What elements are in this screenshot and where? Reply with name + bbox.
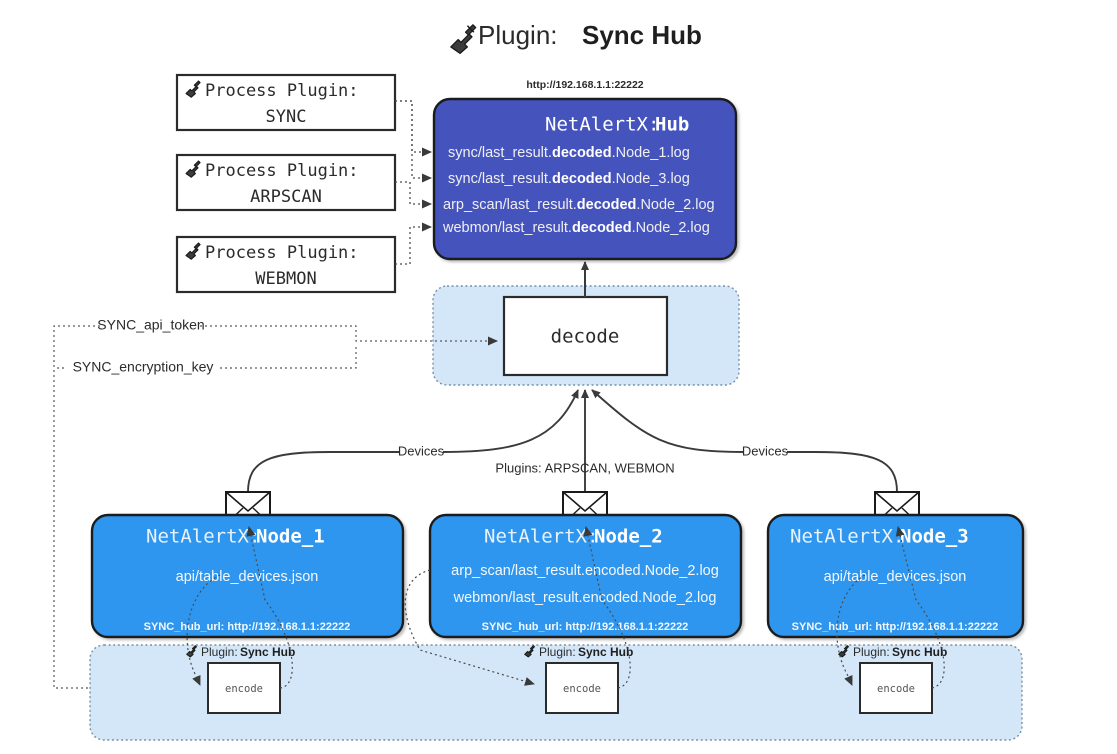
loop-node3-to-encode xyxy=(836,574,866,686)
encode-plugin-name: Sync Hub xyxy=(240,645,295,659)
loop-encode-to-node3 xyxy=(895,526,945,689)
node-prefix: NetAlertX: xyxy=(146,526,260,548)
node-line: webmon/last_result.encoded.Node_2.log xyxy=(453,590,717,606)
secret-encryption-key-path xyxy=(220,344,357,369)
node-name: Node_1 xyxy=(256,526,325,548)
encode-box-node-3[interactable]: Plugin: Sync Hub encode xyxy=(838,645,948,714)
node-name: Node_2 xyxy=(594,526,663,548)
loop-encode-to-node1 xyxy=(246,526,293,689)
page-title-prefix: Plugin: xyxy=(478,20,558,50)
encode-loops xyxy=(186,526,945,689)
node-line: api/table_devices.json xyxy=(824,569,967,585)
node-line: api/table_devices.json xyxy=(176,569,319,585)
encode-plugin-prefix: Plugin: xyxy=(539,645,576,659)
loop-encode-to-node2 xyxy=(583,526,631,689)
process-plugin-name: SYNC xyxy=(266,107,307,127)
connector-sync-node1 xyxy=(395,100,432,157)
node-box-node-2[interactable]: NetAlertX: Node_2 arp_scan/last_result.e… xyxy=(428,513,743,639)
hub-log-line: sync/last_result.decoded.Node_1.log xyxy=(448,145,690,161)
hub-log-line: webmon/last_result.decoded.Node_2.log xyxy=(442,220,710,236)
encode-plugin-prefix: Plugin: xyxy=(201,645,238,659)
encode-plugin-name: Sync Hub xyxy=(578,645,633,659)
edge-node1-devices-a xyxy=(247,451,400,493)
edge-label-devices-right: Devices xyxy=(742,443,789,458)
edge-node3-devices-b xyxy=(591,389,745,453)
node-line: arp_scan/last_result.encoded.Node_2.log xyxy=(451,563,719,579)
hub-node[interactable]: http://192.168.1.1:22222 NetAlertX: Hub … xyxy=(432,79,738,261)
svg-text:sync/last_result.decoded.Node_: sync/last_result.decoded.Node_1.log xyxy=(448,145,690,161)
node-hub-url-label: SYNC_hub_url: http://192.168.1.1:22222 xyxy=(792,621,999,633)
encode-box-node-2[interactable]: Plugin: Sync Hub encode xyxy=(524,645,634,714)
edge-label-devices-left: Devices xyxy=(398,443,445,458)
secret-api-token-path xyxy=(200,325,498,346)
connector-arpscan xyxy=(395,181,432,209)
node-prefix: NetAlertX: xyxy=(790,526,904,548)
node-hub-url-label: SYNC_hub_url: http://192.168.1.1:22222 xyxy=(144,621,351,633)
process-plugin-webmon[interactable]: Process Plugin: WEBMON xyxy=(175,235,397,294)
connector-webmon xyxy=(395,222,432,265)
edge-node1-devices-b xyxy=(442,389,579,453)
connector-sync-node3 xyxy=(395,100,432,183)
encode-box-node-1[interactable]: Plugin: Sync Hub encode xyxy=(186,645,296,714)
encode-label: encode xyxy=(877,683,915,695)
process-plugin-name: ARPSCAN xyxy=(250,187,322,207)
process-plugin-arpscan[interactable]: Process Plugin: ARPSCAN xyxy=(175,153,397,212)
encode-plugin-prefix: Plugin: xyxy=(853,645,890,659)
page-title-name: Sync Hub xyxy=(582,20,702,50)
electric-plug-icon xyxy=(185,242,201,260)
edge-node3-devices-a xyxy=(787,451,898,493)
node-box-node-1[interactable]: NetAlertX: Node_1 api/table_devices.json… xyxy=(90,513,405,639)
edge-label-plugins-middle: Plugins: ARPSCAN, WEBMON xyxy=(495,460,674,475)
node-to-decode-edges xyxy=(247,389,898,493)
hub-log-line: arp_scan/last_result.decoded.Node_2.log xyxy=(443,197,715,213)
hub-log-line: sync/last_result.decoded.Node_3.log xyxy=(448,171,690,187)
decode-label: decode xyxy=(551,326,620,348)
hub-prefix: NetAlertX: xyxy=(545,114,659,136)
secret-label-api-token: SYNC_api_token xyxy=(97,317,204,333)
svg-text:arp_scan/last_result.decoded.N: arp_scan/last_result.decoded.Node_2.log xyxy=(443,197,715,213)
decode-box[interactable]: decode xyxy=(502,295,669,377)
electric-plug-icon xyxy=(450,24,477,55)
svg-text:webmon/last_result.decoded.Nod: webmon/last_result.decoded.Node_2.log xyxy=(442,220,710,236)
plugin-to-hub-connectors xyxy=(395,100,432,265)
electric-plug-icon xyxy=(185,160,201,178)
process-plugin-label: Process Plugin: xyxy=(205,243,359,263)
electric-plug-icon xyxy=(524,645,535,658)
hub-url-label: http://192.168.1.1:22222 xyxy=(526,79,643,91)
node-name: Node_3 xyxy=(900,526,969,548)
node-prefix: NetAlertX: xyxy=(484,526,598,548)
process-plugin-label: Process Plugin: xyxy=(205,81,359,101)
envelope-icon xyxy=(562,491,608,525)
encode-plugin-name: Sync Hub xyxy=(892,645,947,659)
electric-plug-icon xyxy=(838,645,849,658)
process-plugin-label: Process Plugin: xyxy=(205,161,359,181)
page-title: Plugin: Sync Hub xyxy=(450,20,702,55)
encode-label: encode xyxy=(225,683,263,695)
encode-label: encode xyxy=(563,683,601,695)
hub-name: Hub xyxy=(655,114,689,136)
secret-label-encryption-key: SYNC_encryption_key xyxy=(73,359,214,375)
electric-plug-icon xyxy=(185,80,201,98)
node-hub-url-label: SYNC_hub_url: http://192.168.1.1:22222 xyxy=(482,621,689,633)
loop-node2-to-encode xyxy=(404,569,535,686)
process-plugin-name: WEBMON xyxy=(255,269,316,289)
node-box-node-3[interactable]: NetAlertX: Node_3 api/table_devices.json… xyxy=(766,513,1025,639)
process-plugin-sync[interactable]: Process Plugin: SYNC xyxy=(175,73,397,132)
svg-text:sync/last_result.decoded.Node_: sync/last_result.decoded.Node_3.log xyxy=(448,171,690,187)
